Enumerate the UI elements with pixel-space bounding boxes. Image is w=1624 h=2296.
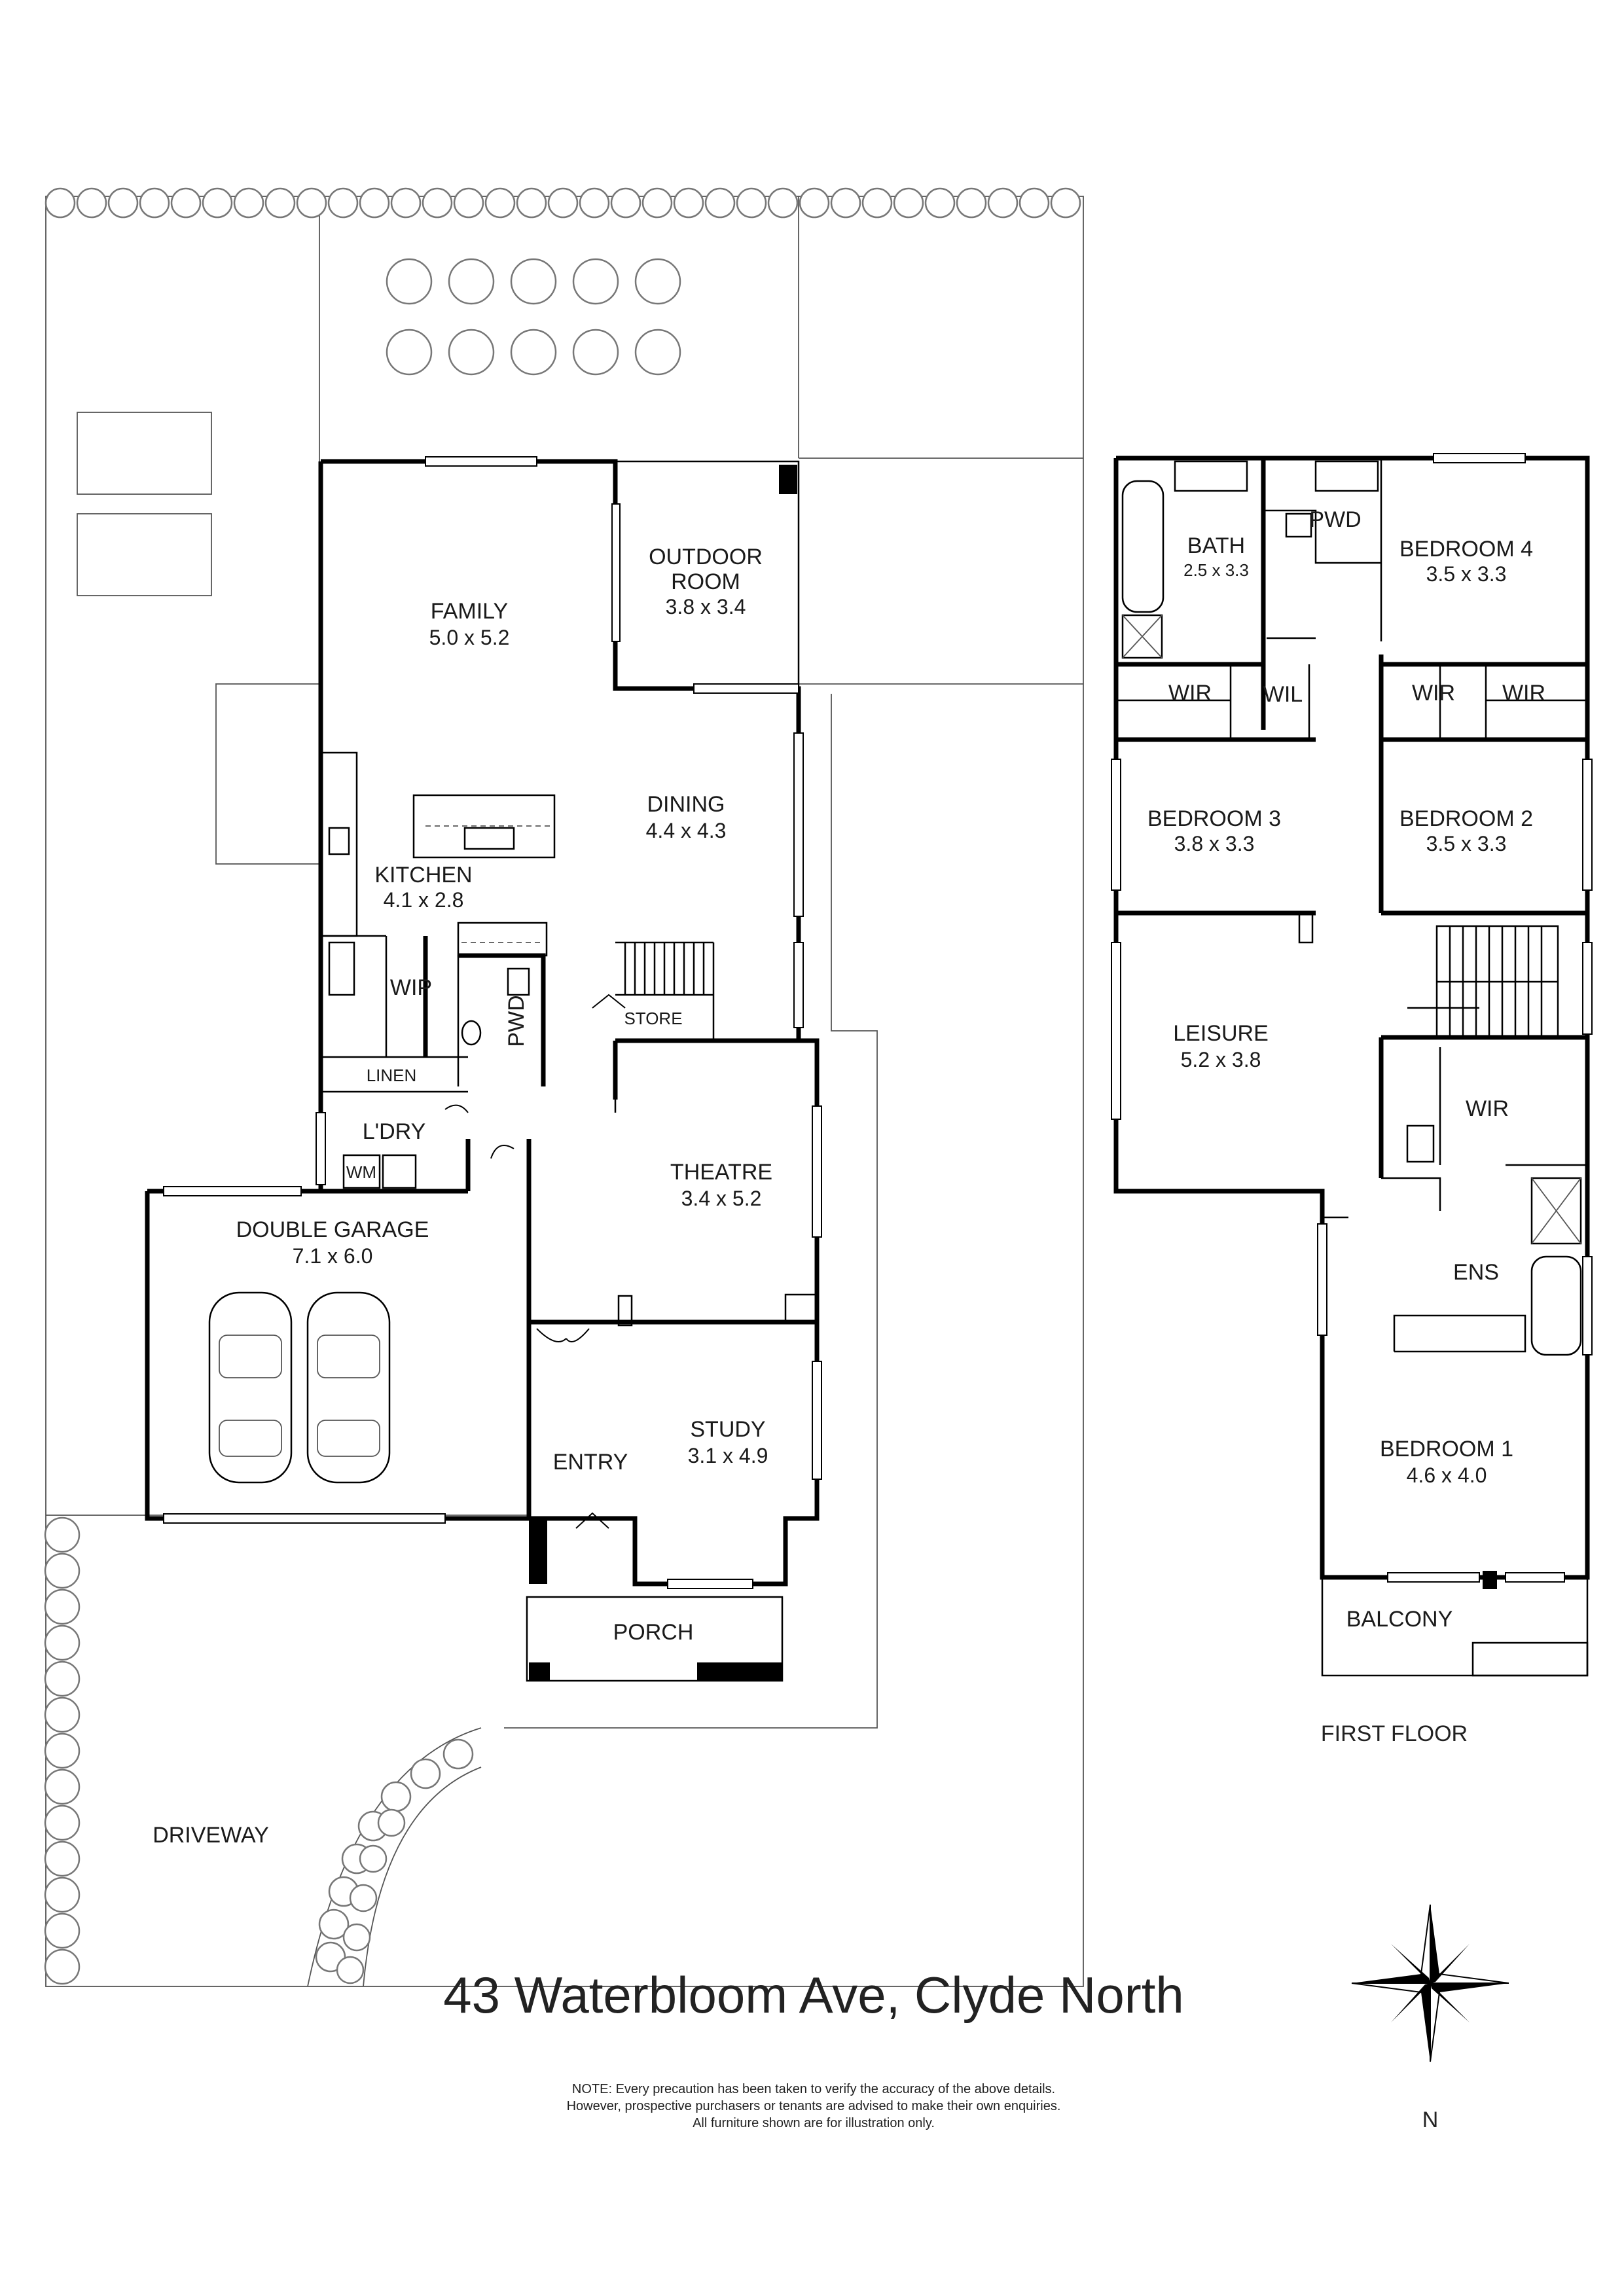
bedroom3-label: BEDROOM 3: [1147, 806, 1281, 831]
kitchen-dim: 4.1 x 2.8: [384, 888, 464, 912]
leisure-dim: 5.2 x 3.8: [1181, 1048, 1261, 1071]
first-floor-stairs: [1407, 925, 1559, 1039]
laundry-label: L'DRY: [363, 1119, 426, 1144]
hedge-left: [44, 1516, 81, 1985]
driveway-label: DRIVEWAY: [153, 1823, 269, 1848]
bedroom3-dim: 3.8 x 3.3: [1174, 832, 1255, 855]
ff-pwd-label: PWD: [1309, 507, 1361, 532]
bedroom4-label: BEDROOM 4: [1399, 537, 1533, 562]
theatre-dim: 3.4 x 5.2: [681, 1187, 762, 1210]
stairs: [615, 941, 713, 995]
first-floor-labels: BATH 2.5 x 3.3 PWD BEDROOM 4 3.5 x 3.3 W…: [1147, 507, 1545, 1746]
bedroom1-label: BEDROOM 1: [1380, 1437, 1513, 1462]
porch-label: PORCH: [613, 1620, 694, 1645]
note-line-2: However, prospective purchasers or tenan…: [567, 2099, 1061, 2113]
wm-label: WM: [346, 1162, 376, 1182]
kitchen-label: KITCHEN: [374, 863, 472, 888]
curved-garden-bed: [307, 1727, 482, 1987]
wil-label: WIL: [1263, 682, 1303, 707]
linen-label: LINEN: [367, 1066, 417, 1085]
outdoor-room-label-1: OUTDOOR: [649, 545, 763, 569]
garden-shrubs: [386, 258, 681, 376]
dining-dim: 4.4 x 4.3: [646, 819, 727, 842]
bath-label: BATH: [1187, 533, 1245, 558]
ground-floor-windows: [163, 456, 822, 1589]
study-label: STUDY: [690, 1417, 765, 1442]
bath-dim: 2.5 x 3.3: [1183, 560, 1249, 580]
first-floor-windows: [1111, 453, 1593, 1583]
family-dim: 5.0 x 5.2: [429, 626, 510, 649]
family-label: FAMILY: [431, 599, 508, 624]
compass-rose-icon: [1351, 1904, 1509, 2062]
bedroom1-dim: 4.6 x 4.0: [1407, 1463, 1487, 1487]
first-floor-label: FIRST FLOOR: [1321, 1721, 1468, 1746]
leisure-label: LEISURE: [1173, 1021, 1269, 1046]
wir-master-label: WIR: [1466, 1096, 1509, 1121]
bedroom2-dim: 3.5 x 3.3: [1426, 832, 1507, 855]
wir-b4b-label: WIR: [1502, 681, 1545, 706]
address-title: 43 Waterbloom Ave, Clyde North: [443, 1966, 1184, 2024]
ground-floor-doors: [444, 994, 626, 1529]
outdoor-room-dim: 3.8 x 3.4: [666, 595, 746, 619]
note-line-1: NOTE: Every precaution has been taken to…: [572, 2082, 1055, 2096]
study-dim: 3.1 x 4.9: [688, 1444, 768, 1467]
wir-b3-label: WIR: [1168, 681, 1212, 706]
entry-label: ENTRY: [553, 1450, 628, 1475]
garage-dim: 7.1 x 6.0: [293, 1244, 373, 1268]
ground-floor-labels: FAMILY 5.0 x 5.2 OUTDOOR ROOM 3.8 x 3.4 …: [153, 545, 772, 1848]
hedge-row-top: [45, 187, 1081, 219]
site-boundary: [45, 196, 1084, 1987]
theatre-label: THEATRE: [670, 1160, 772, 1185]
dining-label: DINING: [647, 792, 725, 817]
wip-label: WIP: [390, 975, 432, 1000]
store-label: STORE: [624, 1009, 682, 1028]
note-line-3: All furniture shown are for illustration…: [693, 2116, 935, 2130]
ens-label: ENS: [1453, 1260, 1499, 1285]
balcony-label: BALCONY: [1346, 1607, 1453, 1632]
bedroom2-label: BEDROOM 2: [1399, 806, 1533, 831]
pwd-label: PWD: [504, 995, 529, 1047]
garage-label: DOUBLE GARAGE: [236, 1217, 429, 1242]
bedroom4-dim: 3.5 x 3.3: [1426, 562, 1507, 586]
outdoor-room-label-2: ROOM: [671, 569, 740, 594]
garage-cars: [208, 1291, 391, 1484]
kitchen-fittings: [319, 751, 713, 1189]
compass-label: N: [1422, 2108, 1439, 2132]
wir-b4a-label: WIR: [1412, 681, 1455, 706]
